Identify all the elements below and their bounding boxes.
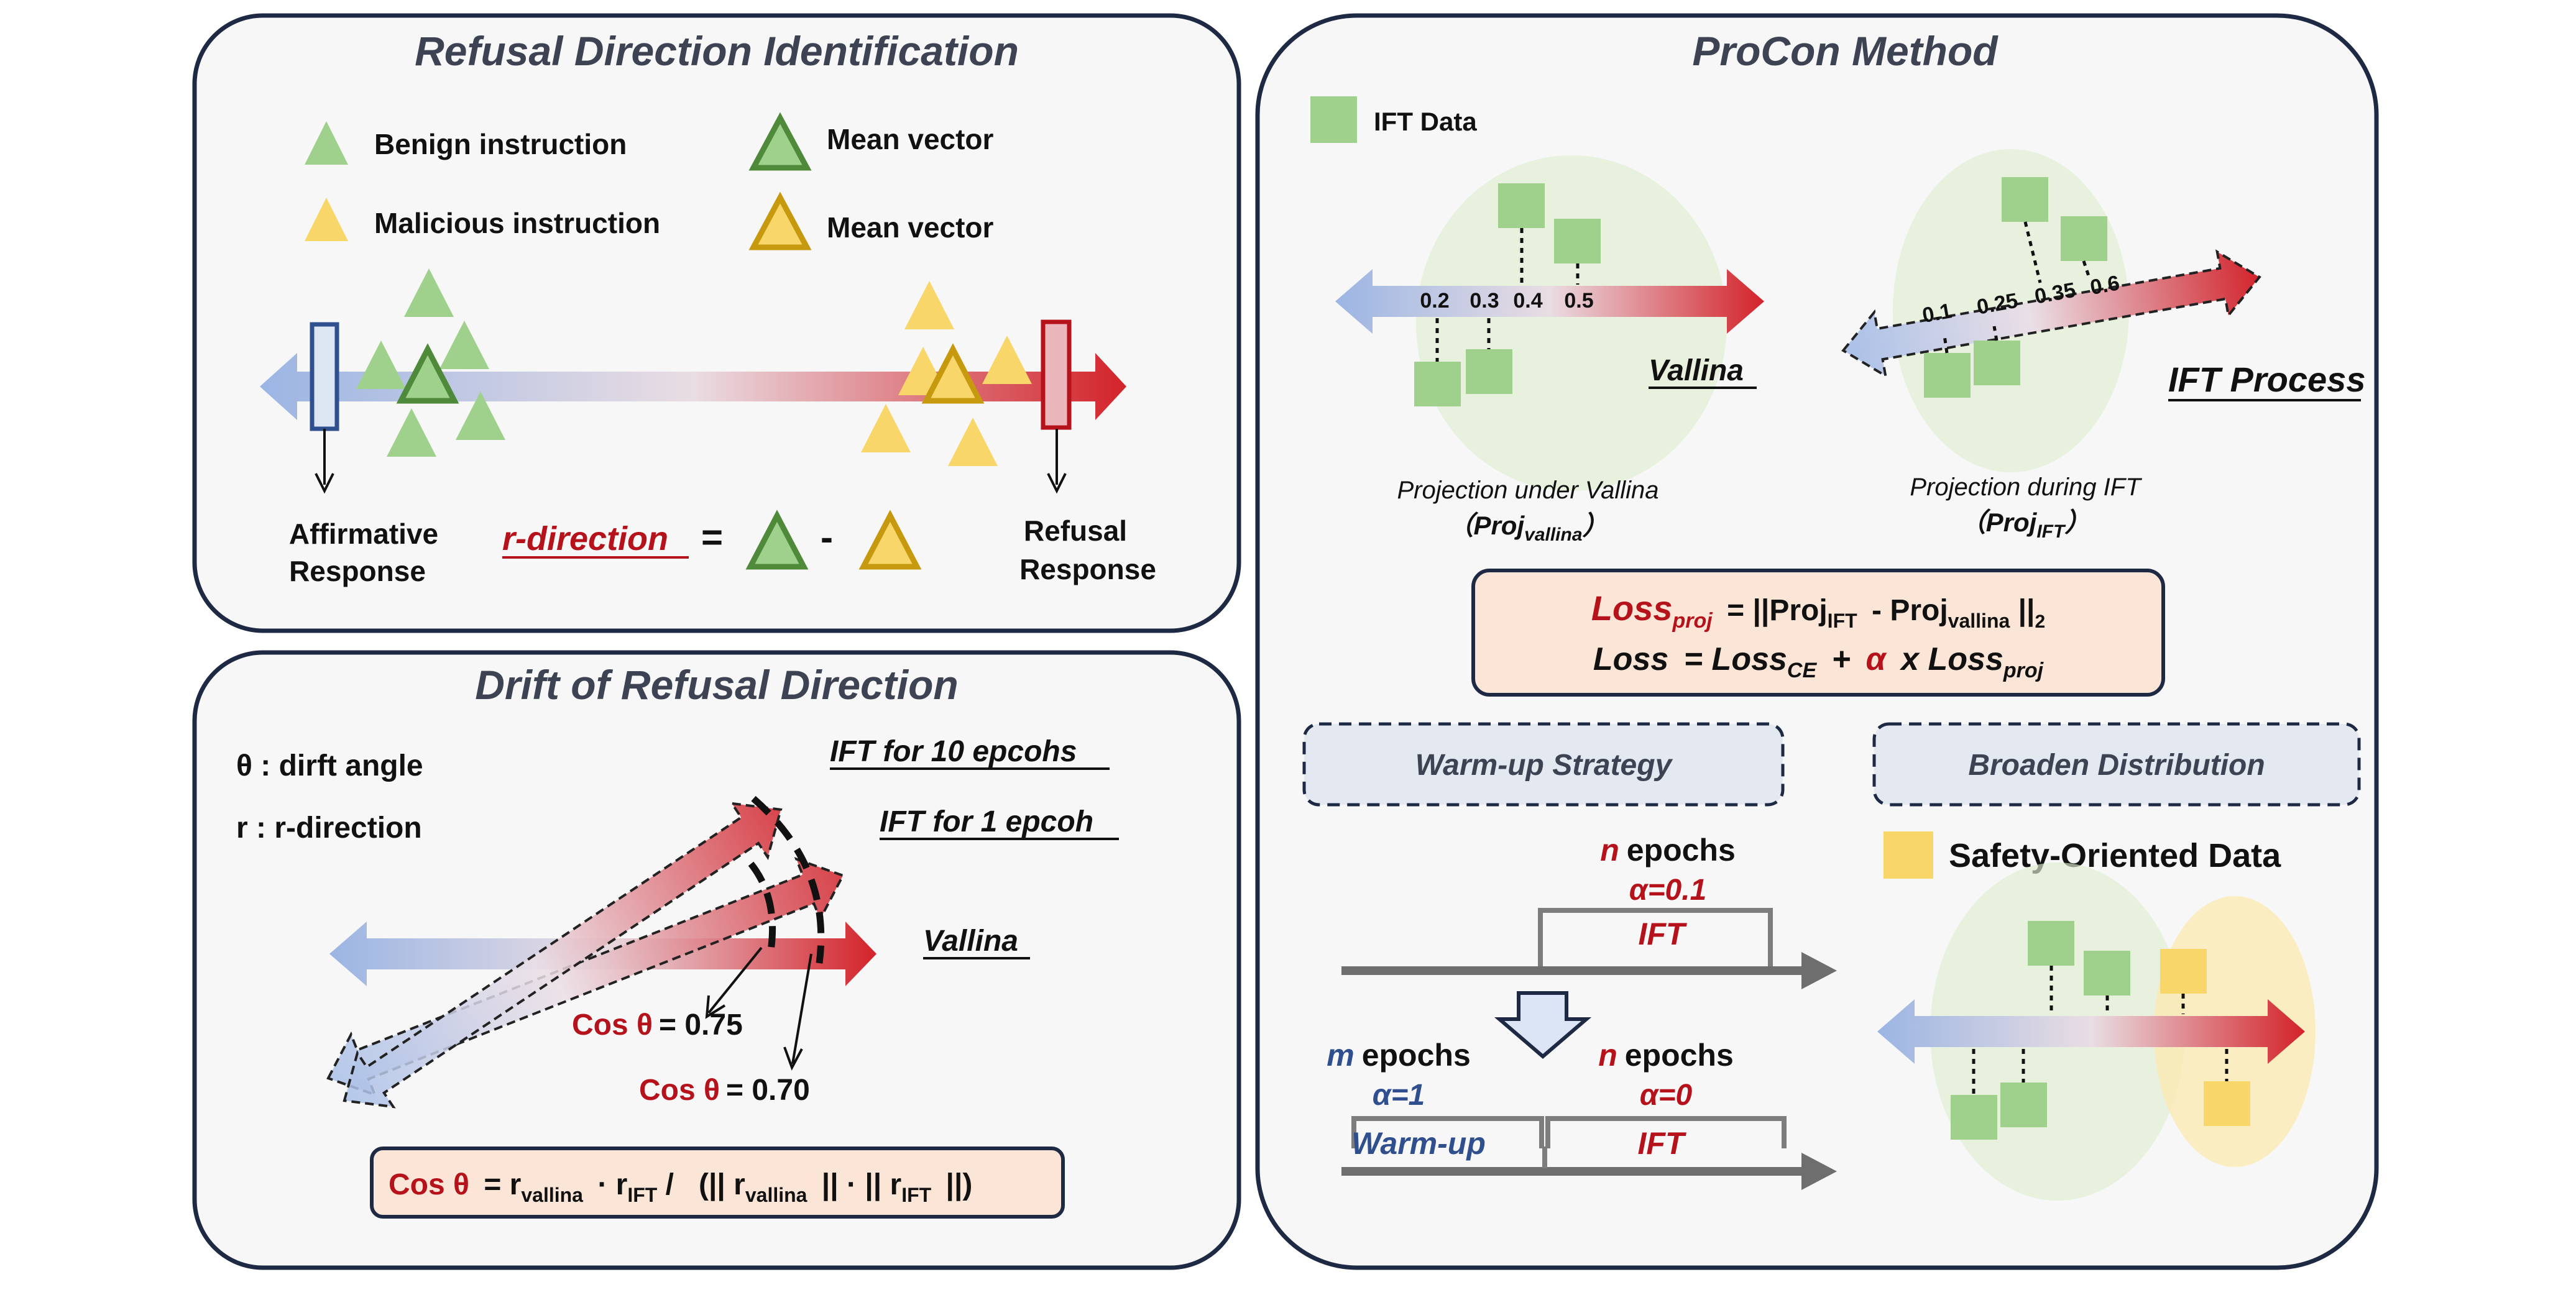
ift-data-label: IFT Data [1374,107,1477,136]
loss-formula-box [1471,569,2165,697]
timeline2-n-alpha: α=0 [1640,1079,1693,1112]
ift-10-epochs-arrow [343,802,783,1109]
drift-panel-title: Drift of Refusal Direction [475,662,958,708]
proj-vallina-symbol: （Projvallina） [1447,511,1608,545]
broaden-axis-arrow [1877,999,2305,1064]
proj-ift-symbol: （ProjIFT） [1960,508,2091,542]
timeline2-ift-bracket [1545,1116,1787,1148]
benign-mean-point [396,343,459,404]
refusal-panel-title: Refusal Direction Identification [415,28,1019,74]
loss-proj-formula: Lossproj = ||ProjIFT - Projvallina ||2 [1591,588,2045,634]
angle-arc-small [748,861,776,951]
vallina-distribution-ellipse [1416,155,1727,491]
procon-panel: ProCon Method IFT Data 0.2 0.3 0.4 0.5 V… [1255,13,2379,1270]
affirmative-marker [310,322,339,431]
legend-benign: Benign instruction [374,128,627,160]
r-definition: r : r-direction [236,812,422,845]
refusal-label-2: Response [1019,553,1156,585]
vallina-label: Vallina [923,925,1018,958]
cos2-pointer [791,953,812,1064]
ift-value-4: 0.6 [2089,271,2122,300]
r-direction-label: r-direction [502,520,668,557]
benign-point [456,391,505,440]
benign-point [404,268,454,317]
malicious-triangle-icon [305,198,348,241]
legend-malicious: Malicious instruction [374,207,660,239]
cos1-pointer [707,946,763,1014]
mean-green-triangle-icon [748,112,812,171]
malicious-point [904,281,954,329]
ift-10-label: IFT for 10 epcohs [830,735,1077,768]
cos-070: Cos θ= 0.70 [639,1074,810,1107]
malicious-mean-point [921,343,985,404]
malicious-point [982,336,1032,384]
ift-data-square-icon [1310,96,1357,143]
loss-total-formula: Loss = LossCE + α x Lossproj [1593,641,2045,685]
timeline2-warmup-bracket [1351,1116,1544,1148]
malicious-point [861,404,911,452]
warmup-strategy-title: Warm-up Strategy [1415,749,1673,782]
affirmative-label-1: Affirmative [289,518,438,550]
benign-triangle-icon [305,121,348,165]
vallina-value-2: 0.3 [1470,289,1499,313]
broaden-distribution-box [1872,722,2361,807]
minus-sign: - [821,516,833,558]
vallina-value-4: 0.5 [1564,289,1593,313]
affirmative-label-2: Response [289,555,426,587]
vallina-data-points [1414,183,1601,406]
vallina-process-label: Vallina [1649,354,1744,387]
timeline1-bracket [1538,908,1773,932]
equals-sign: = [701,516,723,558]
refusal-label-1: Refusal [1024,515,1127,547]
vallina-value-3: 0.4 [1513,289,1542,313]
malicious-point [948,418,998,466]
legend-mean-yellow: Mean vector [827,211,994,244]
ift-value-1: 0.1 [1921,299,1954,327]
refusal-marker [1041,319,1072,430]
vallina-projection-axis [1335,269,1764,334]
timeline1-label: IFT [1639,917,1688,951]
ift-process-label: IFT Process [2168,360,2365,399]
equation-yellow-triangle-icon [858,510,922,570]
equation-green-triangle-icon [745,510,809,570]
ift-data-points [1924,177,2107,398]
broaden-data-points [1951,921,2250,1140]
ift-1-label: IFT for 1 epcoh [880,805,1093,838]
proj-ift-caption: Projection during IFT [1910,474,2142,501]
procon-panel-title: ProCon Method [1692,28,1999,74]
timeline2-ift-label: IFT [1638,1126,1687,1161]
legend-mean-green: Mean vector [827,123,994,155]
safety-data-square-icon [1884,831,1933,879]
theta-definition: θ : dirft angle [236,749,423,782]
ift-projection-axis [1841,249,2261,378]
refusal-axis-arrow [260,353,1126,420]
drift-panel: Drift of Refusal Direction θ : dirft ang… [192,650,1241,1270]
warmup-strategy-box [1302,722,1785,807]
broaden-distribution-title: Broaden Distribution [1968,749,2265,782]
mean-yellow-triangle-icon [748,191,812,250]
timeline1-alpha: α=0.1 [1629,874,1707,907]
cos-075: Cos θ= 0.75 [572,1009,743,1041]
refusal-panel: Refusal Direction Identification Benign … [192,13,1241,633]
benign-point [356,341,406,389]
benign-point [387,408,436,457]
benign-point [439,321,489,369]
safety-data-label: Safety-Oriented Data [1949,837,2281,874]
timeline2-warmup-label: Warm-up [1351,1126,1486,1161]
vallina-value-1: 0.2 [1420,289,1449,313]
timeline2-m-alpha: α=1 [1373,1079,1425,1112]
cosine-formula-box [370,1147,1065,1219]
transition-down-arrow [1494,991,1592,1059]
cosine-formula: Cos θ = rvallina · rIFT / (|| rvallina |… [389,1168,972,1209]
proj-vallina-caption: Projection under Vallina [1397,477,1659,504]
